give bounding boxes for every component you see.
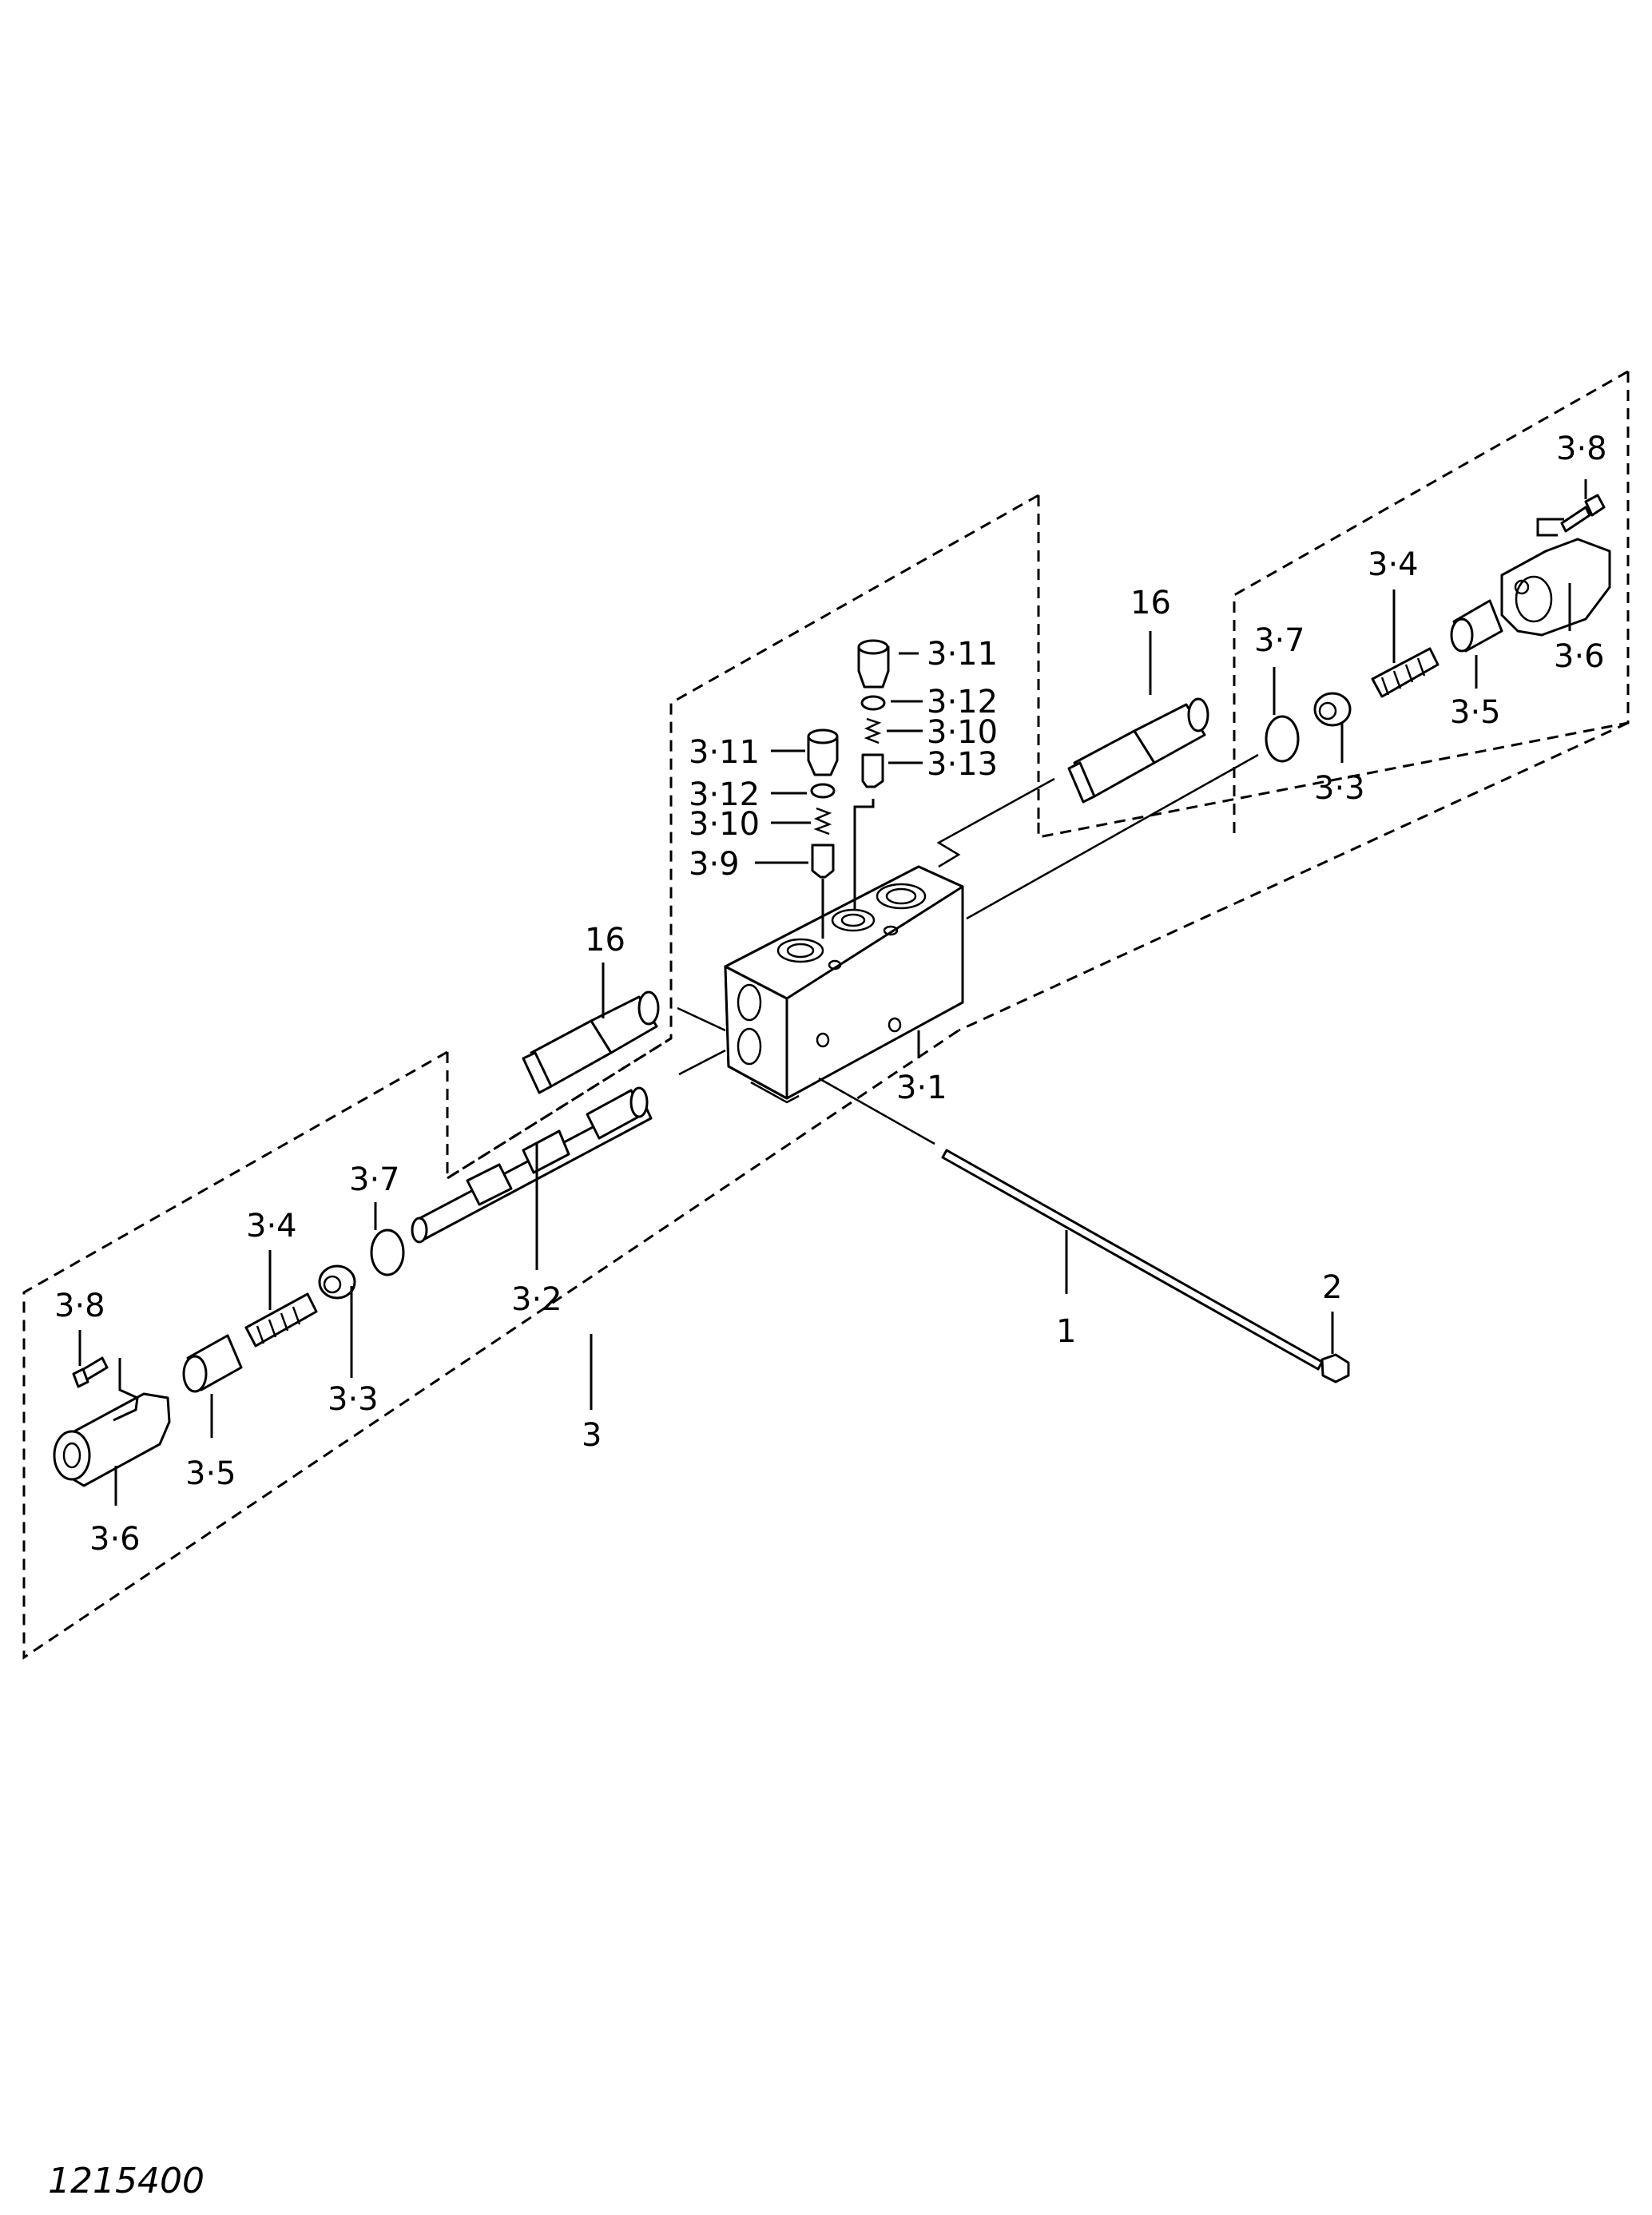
boundary-left-assembly <box>22 1029 959 1660</box>
callout-3-5-right: 3·5 <box>1450 694 1501 731</box>
callout-3-3-left: 3·3 <box>328 1381 379 1418</box>
spring-left <box>813 807 832 836</box>
boundary-right-assembly-top <box>1233 370 1629 833</box>
callout-3-7-right: 3·7 <box>1254 622 1305 659</box>
callout-3-2: 3·2 <box>511 1281 562 1318</box>
valve-body <box>724 865 964 1104</box>
callout-3: 3 <box>582 1417 602 1454</box>
callout-3-13: 3·13 <box>927 746 998 783</box>
callout-16-right: 16 <box>1130 585 1171 621</box>
callout-3-11-left: 3·11 <box>689 734 760 771</box>
plug-right <box>857 639 890 689</box>
sleeve-3-5-right <box>1450 599 1503 653</box>
callout-3-10-left: 3·10 <box>689 806 760 843</box>
tie-bolt <box>818 1077 1324 1371</box>
callout-3-6-left: 3·6 <box>89 1521 141 1558</box>
callout-3-12-left: 3·12 <box>689 776 760 813</box>
callout-3-10-right: 3·10 <box>927 714 998 751</box>
callout-2: 2 <box>1322 1269 1342 1306</box>
callout-3-11-right: 3·11 <box>927 636 998 673</box>
callout-1: 1 <box>1056 1313 1076 1350</box>
o-ring-left <box>810 783 836 799</box>
cover-3-6-right <box>1500 518 1611 637</box>
drawing-number: 1215400 <box>48 2161 205 2201</box>
boundary-right-assembly <box>1037 371 1630 839</box>
poppet-right <box>853 753 884 911</box>
callout-3-3-right: 3·3 <box>1314 770 1365 807</box>
callout-3-4-right: 3·4 <box>1368 546 1419 583</box>
o-ring-3-7-right <box>1265 715 1300 763</box>
o-ring-right <box>860 695 886 711</box>
callout-3-5-left: 3·5 <box>185 1455 236 1492</box>
boundary-lower-right <box>958 721 1629 1032</box>
bolt-3-8-right <box>1560 494 1606 533</box>
callout-3-6-right: 3·6 <box>1554 638 1605 675</box>
callout-3-4-left: 3·4 <box>246 1208 297 1244</box>
callout-3-9: 3·9 <box>689 846 740 883</box>
spring-right <box>864 717 882 744</box>
callout-3-7-left: 3·7 <box>349 1161 400 1198</box>
o-ring-3-7-left <box>370 1229 405 1276</box>
spring-seat-right <box>1313 692 1352 727</box>
callout-3-8-right: 3·8 <box>1556 431 1607 467</box>
relief-valve-right <box>936 697 1259 920</box>
spring-seat-left <box>318 1264 356 1300</box>
nut <box>1320 1353 1350 1383</box>
bolt-3-8-left <box>72 1356 109 1388</box>
spring-3-4-left <box>244 1292 318 1348</box>
callout-16-left: 16 <box>585 922 625 959</box>
relief-valve-left <box>522 990 726 1094</box>
spring-3-4-right <box>1371 647 1440 698</box>
callout-3-8-left: 3·8 <box>54 1288 105 1324</box>
callout-3-1: 3·1 <box>896 1070 947 1106</box>
poppet-left <box>811 844 835 939</box>
spool <box>411 1086 653 1244</box>
cover-3-6-left <box>53 1358 171 1487</box>
plug-left <box>807 728 839 776</box>
leader-lines <box>78 479 1587 1506</box>
callout-3-12-right: 3·12 <box>927 684 998 720</box>
sleeve-3-5-left <box>182 1334 243 1393</box>
